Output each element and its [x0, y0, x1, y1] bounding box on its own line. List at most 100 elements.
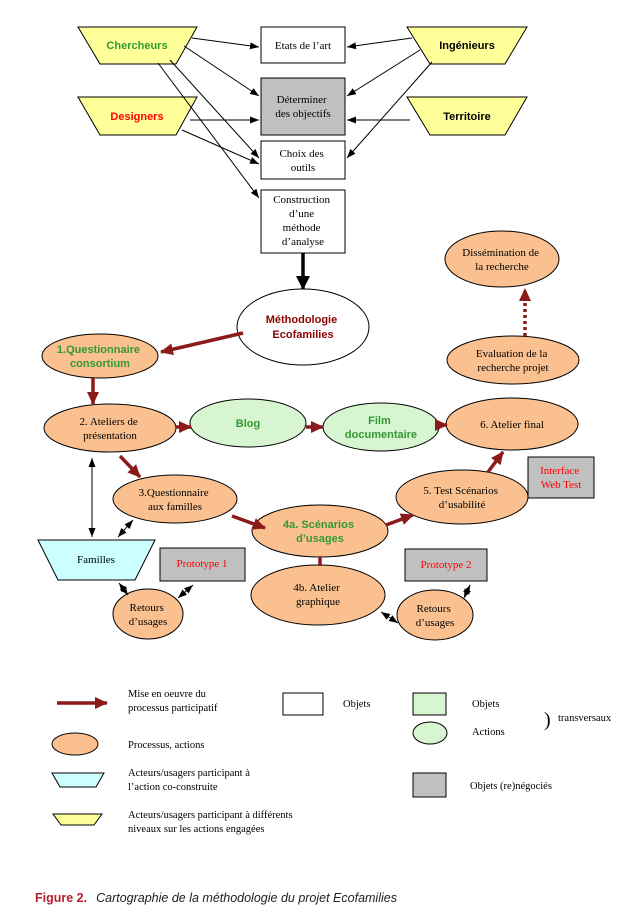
blog-label: Blog: [236, 418, 260, 430]
actor-designers: Designers: [77, 96, 198, 136]
methodologie-label: Méthodologie Ecofamilies: [266, 314, 341, 341]
legend-participatory-line-2: processus participatif: [128, 703, 218, 714]
questionnaire-familles-line-1: 3.Questionnaire: [139, 487, 209, 499]
ateliers-presentation-line-2: présentation: [83, 430, 137, 442]
ateliers-presentation-shape: [43, 403, 177, 453]
arrow-chercheurs-to-etats-art: [191, 37, 260, 50]
interface-web-test-line-2: Web Test: [541, 479, 582, 491]
retours-usages-1-shape: [112, 588, 184, 640]
prototype-2-label: Prototype 2: [420, 559, 471, 571]
actor-chercheurs: Chercheurs: [77, 26, 198, 65]
arrow-ingenieurs-to-choix-outils: [346, 61, 433, 159]
scenarios-usages-label: 4a. Scénarios d’usages: [283, 519, 357, 545]
actor-ingenieurs: Ingénieurs: [406, 26, 528, 65]
arrow-scenarios-to-test: [385, 513, 414, 527]
object-choix-outils-line-1: Choix des: [279, 148, 323, 160]
scenarios-usages-line-2: d’usages: [296, 533, 344, 545]
interface-web-test-box: [527, 456, 595, 499]
legend-coconstructed-swatch: [51, 772, 105, 788]
legend-renegotiated-swatch: [412, 772, 447, 798]
object-construction-line-2: d’une: [289, 208, 314, 220]
legend-multilevel-swatch: [52, 813, 103, 826]
object-etats-art-label: Etats de l’art: [275, 40, 331, 52]
process-questionnaire-familles: 3.Questionnaire aux familles: [112, 474, 238, 524]
process-evaluation: Evaluation de la recherche projet: [446, 335, 580, 385]
object-choix-outils: Choix des outils: [260, 140, 346, 180]
double-arrow-prototype-2-retours-2: [463, 584, 471, 599]
film-line-1: Film: [368, 415, 391, 427]
evaluation-line-2: recherche projet: [477, 362, 548, 374]
dissemination-line-2: la recherche: [475, 261, 529, 273]
legend-participatory-line-1: Mise en oeuvre du: [128, 689, 207, 700]
process-scenarios-usages: 4a. Scénarios d’usages: [251, 504, 389, 558]
arrow-designers-to-choix-outils: [181, 129, 260, 165]
atelier-final-label: 6. Atelier final: [480, 419, 544, 431]
actor-chercheurs-shape: [77, 26, 198, 65]
legend-multilevel-label: Acteurs/usagers participant à différents…: [128, 810, 295, 835]
object-prototype-2: Prototype 2: [404, 548, 488, 582]
legend-coconstructed-line-2: l’action co-construite: [128, 782, 218, 793]
retours-usages-1-line-1: Retours: [130, 602, 164, 614]
object-prototype-1: Prototype 1: [159, 547, 246, 582]
double-arrow-familles-questionnaire: [117, 519, 134, 538]
process-retours-usages-1: Retours d’usages: [112, 588, 184, 640]
figure-caption: Figure 2. Cartographie de la méthodologi…: [35, 889, 397, 906]
evaluation-line-1: Evaluation de la: [476, 348, 548, 360]
actor-territoire: Territoire: [406, 96, 528, 136]
questionnaire-consortium-label: 1.Questionnaire consortium: [57, 344, 143, 370]
object-construction-line-4: d’analyse: [282, 236, 324, 248]
test-scenarios-label: 5. Test Scénarios d’usabilité: [423, 485, 500, 511]
ateliers-presentation-line-1: 2. Ateliers de: [79, 416, 137, 428]
actor-arrows: [157, 37, 433, 290]
legend-multilevel-line-2: niveaux sur les actions engagées: [128, 824, 264, 835]
retours-usages-2-line-2: d’usages: [416, 617, 455, 629]
actor-territoire-shape: [406, 96, 528, 136]
figure-caption-label: Figure 2.: [35, 891, 87, 905]
film-line-2: documentaire: [345, 429, 417, 441]
methodologie-shape: [236, 288, 370, 366]
object-determiner-label: Déterminer des objectifs: [275, 94, 330, 120]
evaluation-shape: [446, 335, 580, 385]
object-construction-line-1: Construction: [273, 194, 330, 206]
scenarios-usages-shape: [251, 504, 389, 558]
object-determiner-objectifs: Déterminer des objectifs: [260, 77, 346, 136]
action-film-documentaire: Film documentaire: [322, 402, 440, 452]
questionnaire-familles-label: 3.Questionnaire aux familles: [139, 487, 212, 513]
arrow-chercheurs-to-choix-outils: [169, 59, 260, 159]
object-construction-line-3: méthode: [283, 222, 321, 234]
double-arrow-familles-retours-1: [118, 582, 129, 596]
object-determiner-line-1: Déterminer: [277, 94, 327, 106]
legend-transversal-action-label: Actions: [472, 727, 505, 738]
legend-object-label: Objets: [343, 699, 370, 710]
interface-web-test-line-1: Interface: [540, 465, 579, 477]
prototype-1-label: Prototype 1: [176, 558, 227, 570]
legend-object-swatch: [282, 692, 324, 716]
arrow-ingenieurs-to-etats-art: [346, 37, 413, 50]
process-test-scenarios: 5. Test Scénarios d’usabilité: [395, 469, 529, 525]
film-label: Film documentaire: [345, 415, 417, 441]
double-arrow-prototype-1-retours-1: [177, 584, 194, 599]
object-choix-outils-box: [260, 140, 346, 180]
dissemination-label: Dissémination de la recherche: [462, 247, 541, 273]
test-scenarios-line-1: 5. Test Scénarios: [423, 485, 498, 497]
retours-usages-2-shape: [396, 589, 474, 641]
actor-familles: Familles: [37, 539, 156, 581]
legend-renegotiated-label: Objets (re)négociés: [470, 781, 552, 792]
questionnaire-familles-line-2: aux familles: [148, 501, 202, 513]
test-scenarios-line-2: d’usabilité: [439, 499, 486, 511]
actor-familles-label: Familles: [77, 554, 115, 566]
actor-designers-shape: [77, 96, 198, 136]
process-dissemination: Dissémination de la recherche: [444, 230, 560, 288]
evaluation-label: Evaluation de la recherche projet: [476, 348, 550, 374]
legend-bracket: ): [544, 709, 551, 731]
arrow-ateliers-to-questionnaire-familles: [118, 454, 142, 479]
object-choix-outils-line-2: outils: [291, 162, 315, 174]
legend: Mise en oeuvre du processus participatif…: [51, 689, 612, 835]
retours-usages-1-label: Retours d’usages: [129, 602, 168, 628]
arrow-chercheurs-to-construction: [157, 62, 260, 199]
methodologie-line-1: Méthodologie: [266, 314, 338, 326]
prototype-2-box: [404, 548, 488, 582]
legend-multilevel-line-1: Acteurs/usagers participant à différents: [128, 810, 293, 821]
methodologie-ecofamilies: Méthodologie Ecofamilies: [236, 288, 370, 366]
atelier-graphique-label: 4b. Atelier graphique: [293, 582, 342, 608]
